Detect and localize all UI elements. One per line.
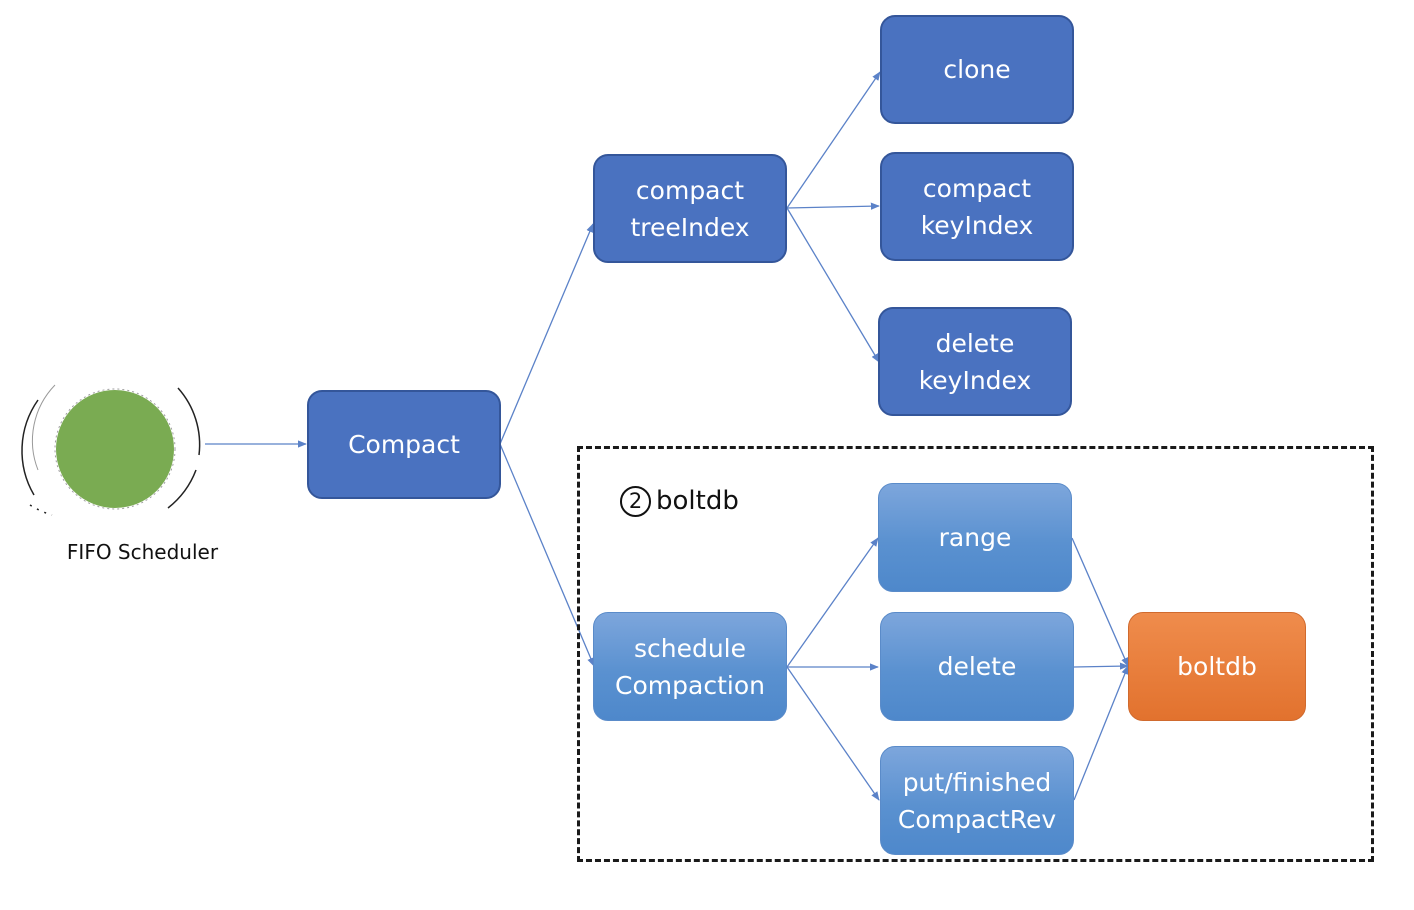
node-clone-label: clone <box>943 55 1011 84</box>
node-compact-keyindex-line1: compact <box>922 173 1032 203</box>
node-delete-keyindex[interactable]: delete keyIndex <box>878 307 1072 416</box>
fifo-scheduler-icon <box>21 384 201 516</box>
edge-delete-boltdb <box>1073 662 1129 670</box>
edge-treeindex-clone <box>786 71 881 209</box>
node-range-label: range <box>938 523 1012 552</box>
edge-compact-treeindex <box>499 223 594 445</box>
node-delete-keyindex-line2: keyIndex <box>918 365 1032 395</box>
node-put-finished-compactrev[interactable]: put/finished CompactRev <box>880 746 1074 855</box>
node-compact-keyindex-line2: keyIndex <box>920 210 1034 240</box>
edge-schedule-range <box>786 537 879 668</box>
node-compact[interactable]: Compact <box>307 390 501 499</box>
node-boltdb[interactable]: boltdb <box>1128 612 1306 721</box>
node-put-finished-line1: put/finished <box>902 767 1052 797</box>
node-schedule-compaction-line1: schedule <box>633 633 747 663</box>
node-delete[interactable]: delete <box>880 612 1074 721</box>
node-delete-label: delete <box>937 652 1017 681</box>
node-compact-treeindex-line1: compact <box>635 175 745 205</box>
node-compact-treeindex[interactable]: compact treeIndex <box>593 154 787 263</box>
edge-treeindex-delete-keyindex <box>786 207 880 363</box>
fifo-scheduler-label: FIFO Scheduler <box>66 540 219 564</box>
node-range[interactable]: range <box>878 483 1072 592</box>
boltdb-group-box <box>577 446 1374 862</box>
boltdb-group-title: 2 boltdb <box>620 481 739 521</box>
group-title-text: boltdb <box>656 486 739 516</box>
node-compact-keyindex[interactable]: compact keyIndex <box>880 152 1074 261</box>
node-put-finished-line2: CompactRev <box>897 804 1057 834</box>
edge-put-boltdb <box>1073 665 1129 801</box>
node-compact-treeindex-line2: treeIndex <box>630 212 750 242</box>
node-boltdb-label: boltdb <box>1177 652 1257 681</box>
node-delete-keyindex-line1: delete <box>935 328 1015 358</box>
node-clone[interactable]: clone <box>880 15 1074 124</box>
group-number-badge: 2 <box>620 485 651 517</box>
node-schedule-compaction-line2: Compaction <box>615 670 765 700</box>
edge-range-boltdb <box>1071 537 1129 667</box>
node-compact-label: Compact <box>348 430 460 459</box>
node-schedule-compaction[interactable]: schedule Compaction <box>593 612 787 721</box>
edge-treeindex-keyindex <box>786 202 880 210</box>
edge-schedule-put <box>786 666 880 801</box>
